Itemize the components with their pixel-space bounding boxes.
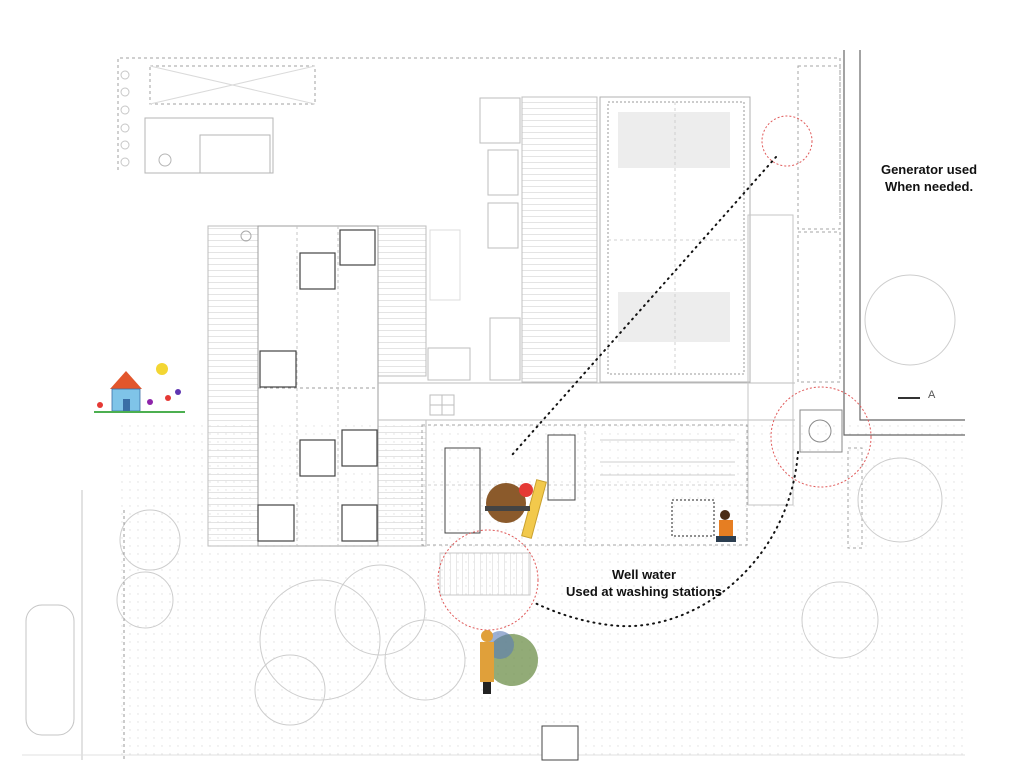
child-drawing-house-icon <box>94 363 185 413</box>
generator-annotation-line1: Generator used <box>880 162 978 177</box>
right-path <box>747 214 794 506</box>
well-connector <box>534 451 799 628</box>
well <box>799 409 843 453</box>
well-annotation-line1: Well water <box>611 567 677 582</box>
highlight-circles <box>437 115 872 631</box>
main-building <box>257 225 379 547</box>
ramp <box>439 552 531 596</box>
gate-block <box>541 725 579 761</box>
property-wall <box>843 50 965 436</box>
raised-beds <box>427 97 521 381</box>
trees <box>116 274 956 726</box>
washing-station-area <box>421 424 748 546</box>
road <box>22 490 965 760</box>
generator-annotation-line2: When needed. <box>884 179 974 194</box>
well-annotation-line2: Used at washing stations <box>565 584 723 599</box>
right-strip <box>797 65 863 549</box>
cutting-board-knife-icon <box>485 479 547 539</box>
grid-marker-a <box>240 230 252 242</box>
well-annotation: Well water Used at washing stations <box>552 566 736 600</box>
person-with-plants-icon <box>480 630 538 694</box>
site-boundary <box>117 57 841 215</box>
planter-boxes <box>257 229 378 542</box>
generator-highlight-circle <box>761 115 813 167</box>
roof-hatch-left <box>207 225 259 547</box>
greenhouse <box>599 96 751 383</box>
generator-connector <box>511 156 777 456</box>
roof-hatch-right-lower <box>377 419 427 547</box>
person-washing-icon <box>671 499 736 542</box>
shed-structure <box>144 117 274 174</box>
generator-annotation: Generator used When needed. <box>868 161 990 195</box>
washing-highlight-circle <box>437 529 539 631</box>
hedge-row <box>120 70 130 167</box>
well-highlight-circle <box>770 386 872 488</box>
roof-hatch-right <box>377 225 427 377</box>
section-marker-label: A <box>928 389 936 401</box>
corridor <box>378 382 795 421</box>
connector-lines <box>511 156 799 628</box>
lower-garden-area <box>120 420 965 760</box>
bed-hatch-vertical <box>521 96 598 383</box>
